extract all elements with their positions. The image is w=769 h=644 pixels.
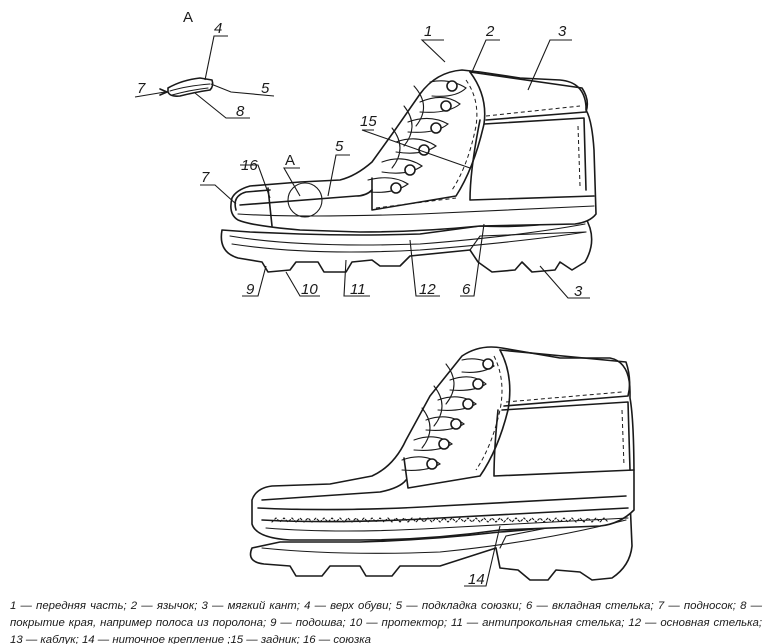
label-7: 7 xyxy=(201,169,210,186)
label-12: 12 xyxy=(419,281,436,298)
label-7-detail: 7 xyxy=(137,80,146,97)
boot-section-top xyxy=(220,69,597,273)
label-16: 16 xyxy=(241,157,258,174)
label-3-heel: 3 xyxy=(574,283,583,300)
top-labels: 1 2 3 15 5 А 16 7 9 10 11 12 6 3 xyxy=(200,23,590,300)
label-5-detail: 5 xyxy=(261,80,270,97)
label-14: 14 xyxy=(468,571,485,588)
label-15: 15 xyxy=(360,113,377,130)
label-2: 2 xyxy=(485,23,495,40)
label-10: 10 xyxy=(301,281,318,298)
detail-a-marker: А xyxy=(285,152,295,169)
detail-a: А 4 5 8 7 xyxy=(134,9,275,120)
label-3: 3 xyxy=(558,23,567,40)
label-8: 8 xyxy=(236,103,245,120)
label-1: 1 xyxy=(424,23,432,40)
label-6: 6 xyxy=(462,281,471,298)
label-4-detail: 4 xyxy=(214,20,222,37)
label-9: 9 xyxy=(246,281,255,298)
label-11: 11 xyxy=(350,281,366,298)
detail-a-letter: А xyxy=(183,9,193,26)
figure-caption: 1 — передняя часть; 2 — язычок; 3 — мягк… xyxy=(10,600,762,644)
boot-section-bottom: 14 xyxy=(249,346,635,588)
label-5: 5 xyxy=(335,138,344,155)
